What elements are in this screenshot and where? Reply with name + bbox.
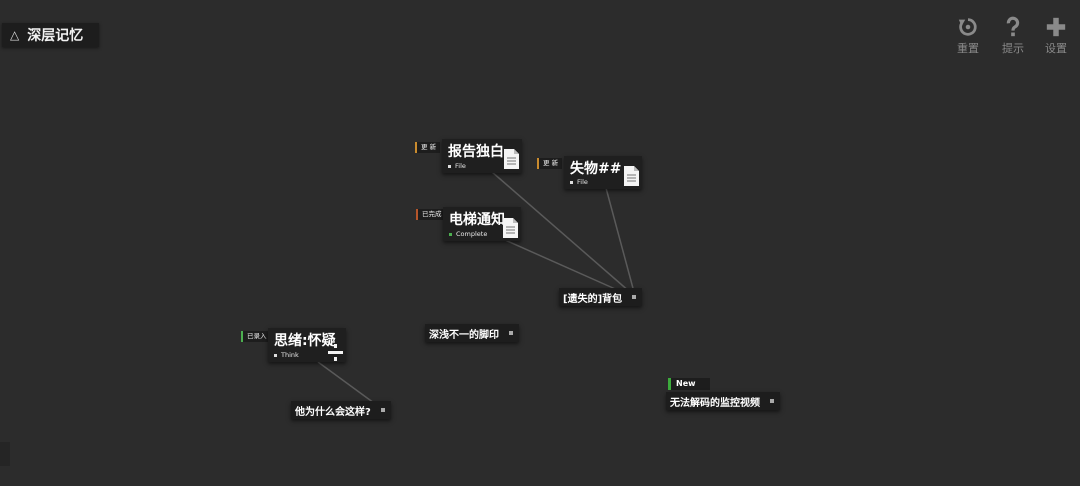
hint-label: 提示	[1002, 42, 1024, 55]
thought-card-doubt[interactable]: 思绪:怀疑 Think	[268, 328, 346, 362]
node-marker	[509, 331, 513, 335]
card-name: 报告独白	[448, 144, 504, 160]
document-icon	[624, 166, 639, 186]
clue-card-lost-item[interactable]: 失物## File	[564, 156, 642, 189]
document-icon	[503, 218, 518, 238]
card-status-tag: 更 新	[415, 142, 441, 153]
card-name: 电梯通知	[449, 212, 505, 228]
card-status-tag: 已完成	[416, 209, 446, 220]
clue-card-report[interactable]: 报告独白 File	[442, 139, 522, 173]
reset-button[interactable]: 重置	[948, 16, 988, 56]
node-marker	[770, 399, 774, 403]
card-subtitle: Think	[274, 351, 299, 359]
clue-node-backpack[interactable]: [遗失的]背包	[559, 288, 643, 306]
question-icon	[1006, 16, 1020, 37]
hint-button[interactable]: 提示	[993, 16, 1033, 56]
card-subtitle: File	[448, 162, 466, 170]
collapse-triangle-icon[interactable]: △	[10, 28, 20, 42]
link-thought-why	[317, 361, 375, 404]
card-status-tag: 已录入	[241, 331, 271, 342]
link-report-backpack	[491, 171, 631, 293]
card-subtitle: Complete	[449, 230, 487, 238]
card-name: 思绪:怀疑	[274, 333, 336, 349]
card-subtitle: File	[570, 178, 588, 186]
reset-label: 重置	[957, 42, 979, 55]
settings-button[interactable]: 设置	[1036, 16, 1076, 56]
reset-icon	[958, 18, 977, 36]
node-marker	[380, 408, 385, 412]
document-icon	[504, 149, 519, 169]
title-chip[interactable]: △ 深层记忆	[2, 23, 100, 47]
card-status-tag: 更 新	[537, 158, 563, 169]
node-label: 无法解码的监控视频	[670, 397, 760, 409]
clue-node-why[interactable]: 他为什么会这样?	[291, 401, 391, 419]
node-label: 深浅不一的脚印	[429, 329, 499, 341]
link-elevator-backpack	[504, 239, 623, 293]
node-marker	[632, 295, 637, 299]
page-title: 深层记忆	[27, 28, 84, 44]
node-label: [遗失的]背包	[563, 293, 623, 305]
clue-node-surveillance-video[interactable]: 无法解码的监控视频	[666, 392, 780, 410]
side-drawer-handle[interactable]	[0, 442, 10, 466]
link-lost-backpack	[605, 187, 635, 293]
clue-card-elevator[interactable]: 电梯通知 Complete	[443, 207, 521, 241]
divide-icon	[328, 344, 343, 361]
node-label: 他为什么会这样?	[295, 406, 371, 418]
plus-icon	[1046, 17, 1066, 37]
new-badge: New	[668, 378, 710, 390]
card-name: 失物##	[570, 161, 622, 177]
settings-label: 设置	[1045, 42, 1067, 55]
clue-node-footprints[interactable]: 深浅不一的脚印	[425, 324, 519, 342]
